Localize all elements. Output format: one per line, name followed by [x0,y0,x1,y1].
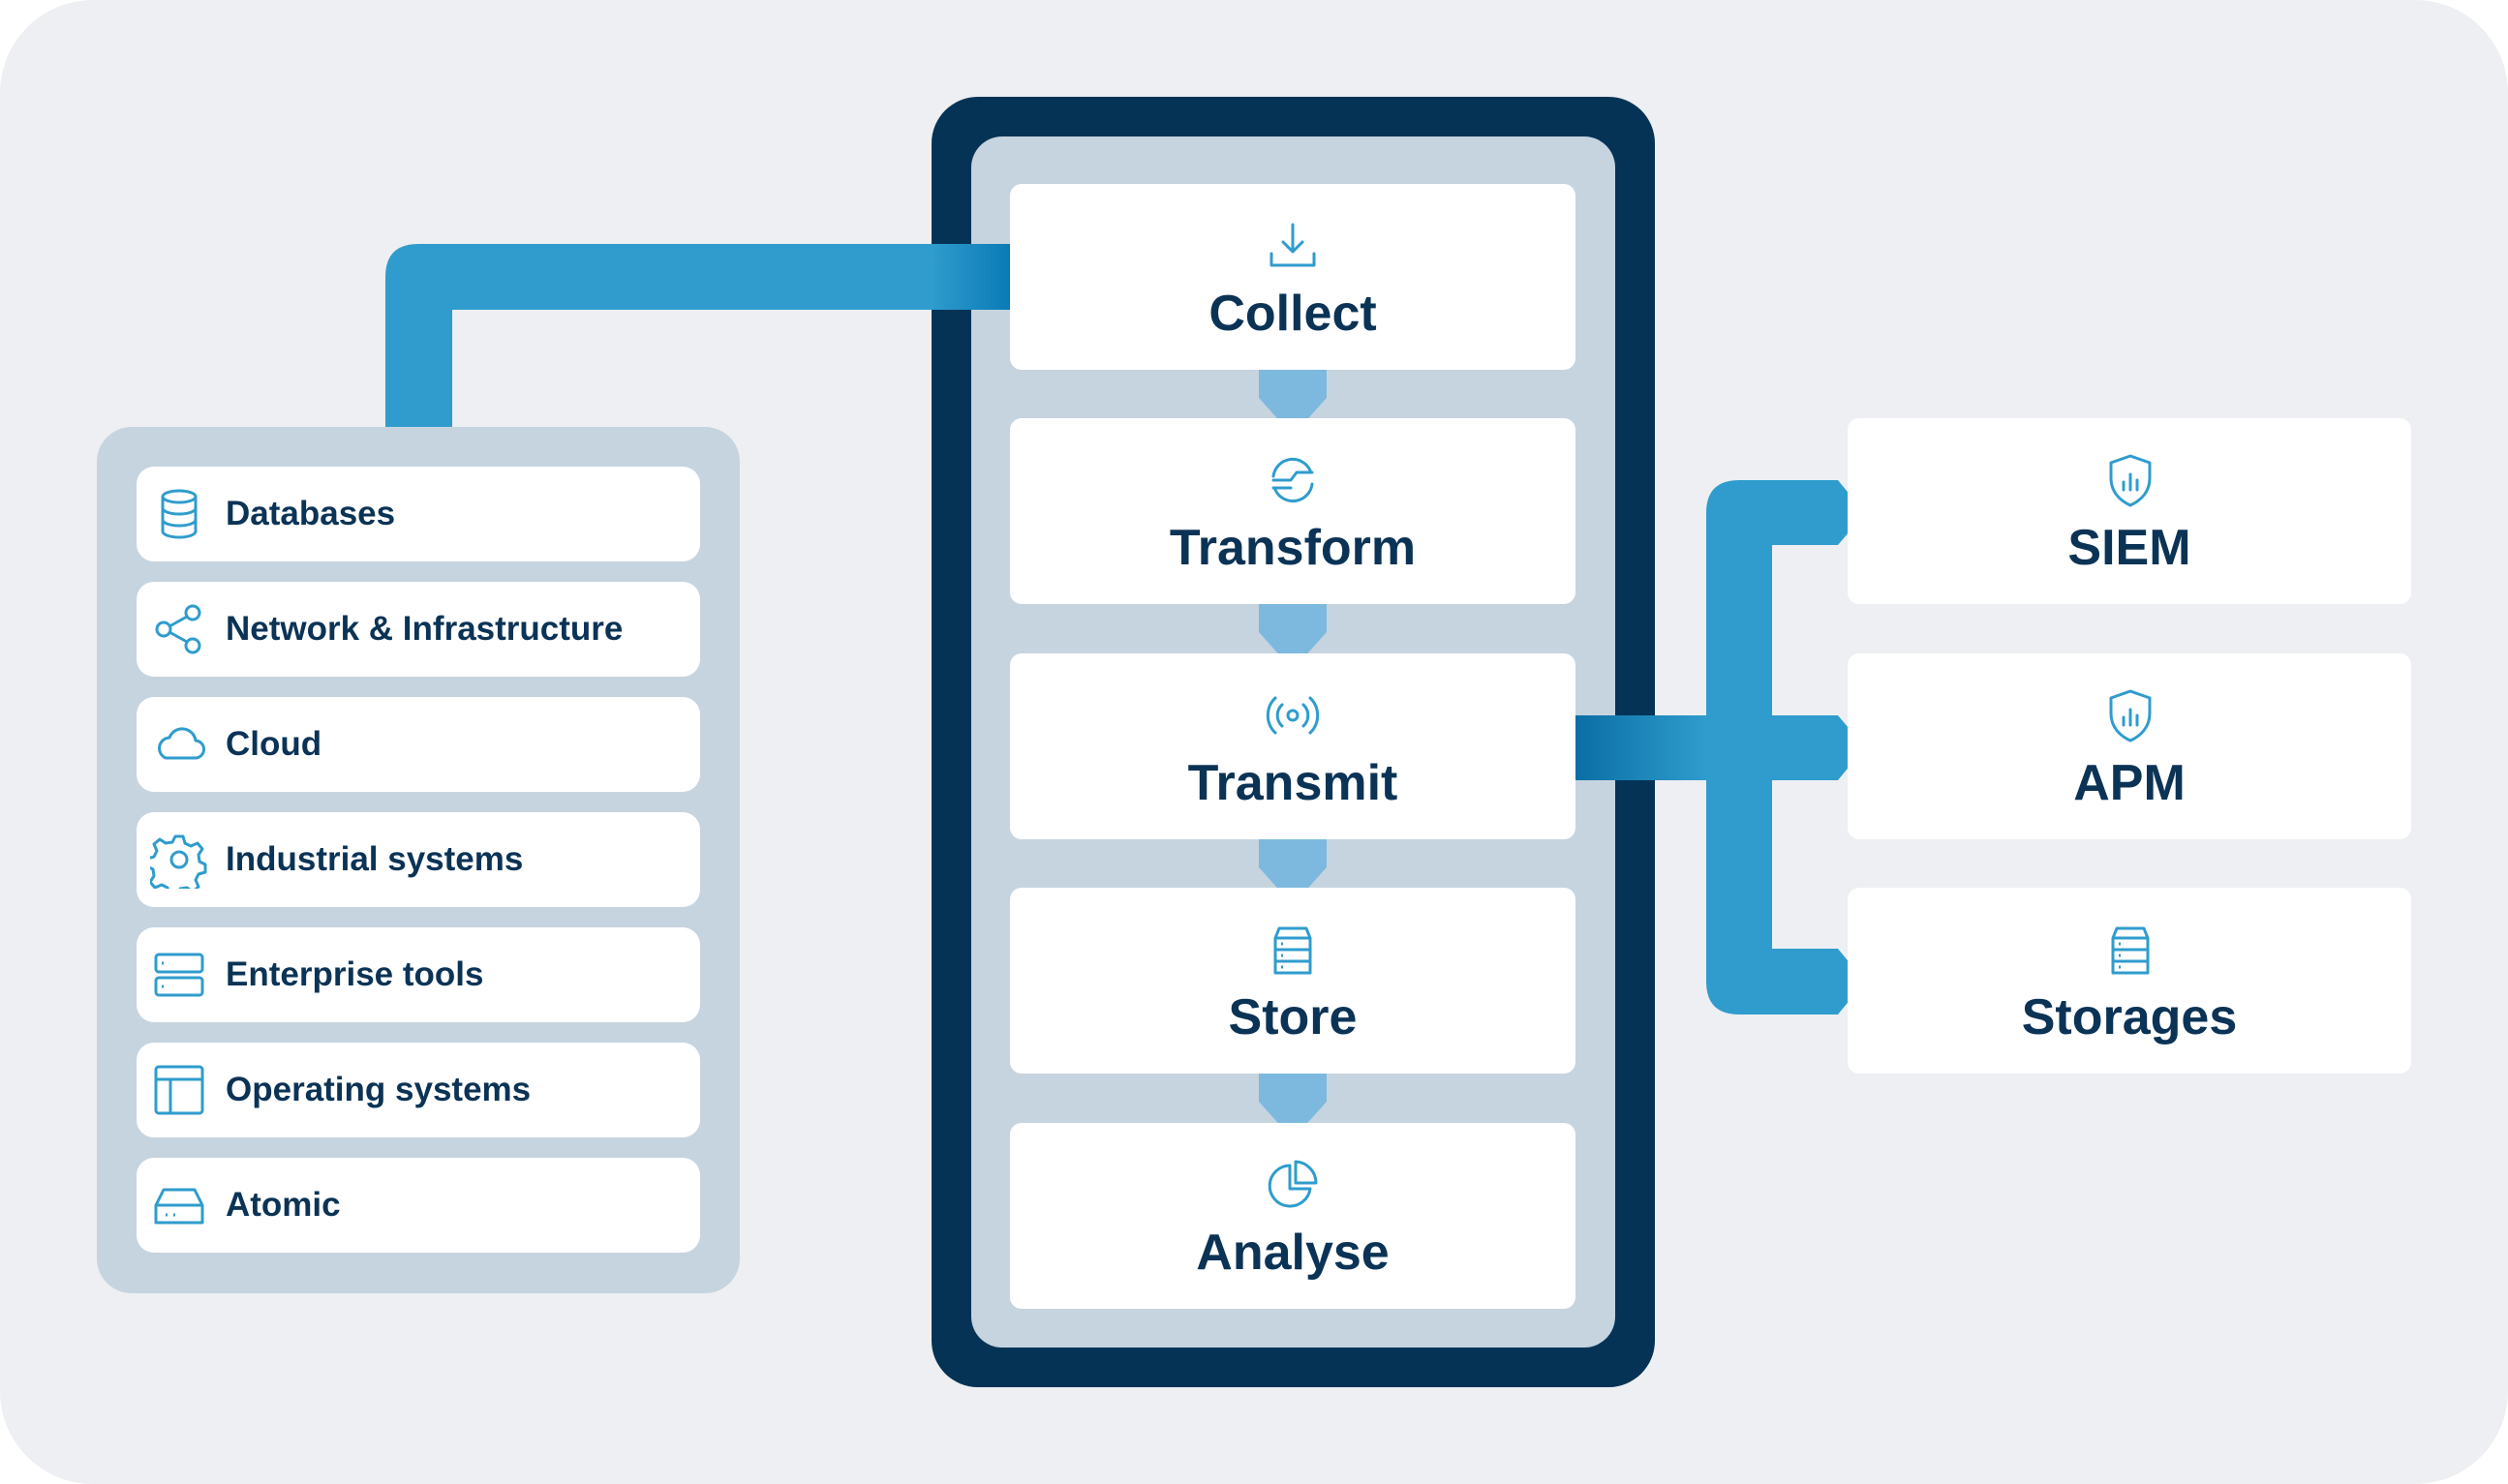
source-item-industrial-systems: Industrial systems [137,812,700,907]
stage-card-analyse: Analyse [1010,1123,1575,1309]
database-icon [150,485,208,543]
stage-card-transform: Transform [1010,418,1575,604]
output-branch-connector [1575,480,1865,1015]
stage-card-collect: Collect [1010,184,1575,370]
server-icon [150,946,208,1004]
server-stack-icon [1264,921,1322,979]
destination-label: APM [2073,755,2186,811]
source-item-enterprise-tools: Enterprise tools [137,927,700,1022]
destination-card-siem: SIEM [1848,418,2411,604]
source-label: Enterprise tools [226,955,484,993]
stage-label: Store [1228,989,1358,1045]
gear-icon [150,831,208,889]
destination-card-storages: Storages [1848,888,2411,1074]
source-label: Operating systems [226,1071,532,1108]
stage-label: Analyse [1196,1225,1390,1281]
stage-card-store: Store [1010,888,1575,1074]
source-item-atomic: Atomic [137,1158,700,1253]
stage-card-transmit: Transmit [1010,653,1575,839]
arrow-transform-transmit [1259,632,1327,670]
source-label: Databases [226,495,396,532]
server-stack-icon [2101,921,2159,979]
arrow-transmit-store [1259,867,1327,905]
shield-chart-icon [2101,686,2159,744]
source-item-operating-systems: Operating systems [137,1043,700,1137]
share-network-icon [150,600,208,658]
connector-transmit-store [1259,838,1327,867]
window-layout-icon [150,1061,208,1119]
connector-collect-transform [1259,369,1327,398]
arrow-store-analyse [1259,1102,1327,1139]
device-box-icon [150,1176,208,1234]
arrow-collect-transform [1259,398,1327,436]
broadcast-icon [1264,686,1322,744]
stage-label: Transmit [1187,755,1398,811]
connector-transform-transmit [1259,603,1327,632]
source-label: Network & Infrastructure [226,610,624,648]
source-item-network-infrastructure: Network & Infrastructure [137,582,700,677]
destination-label: SIEM [2067,520,2191,576]
stage-label: Collect [1208,286,1377,342]
pie-chart-icon [1264,1156,1322,1214]
transform-circle-icon [1264,451,1322,509]
input-flow-arrow [385,244,1027,427]
source-item-cloud: Cloud [137,697,700,792]
download-tray-icon [1264,217,1322,275]
source-label: Cloud [226,725,322,763]
source-label: Atomic [226,1186,341,1224]
shield-chart-icon [2101,451,2159,509]
source-label: Industrial systems [226,840,524,878]
cloud-icon [150,715,208,773]
source-item-databases: Databases [137,467,700,561]
input-flow-highlight [932,244,1011,310]
output-flow-highlight [1575,715,1706,780]
stage-label: Transform [1169,520,1417,576]
destination-card-apm: APM [1848,653,2411,839]
destination-label: Storages [2021,989,2238,1045]
connector-store-analyse [1259,1073,1327,1102]
